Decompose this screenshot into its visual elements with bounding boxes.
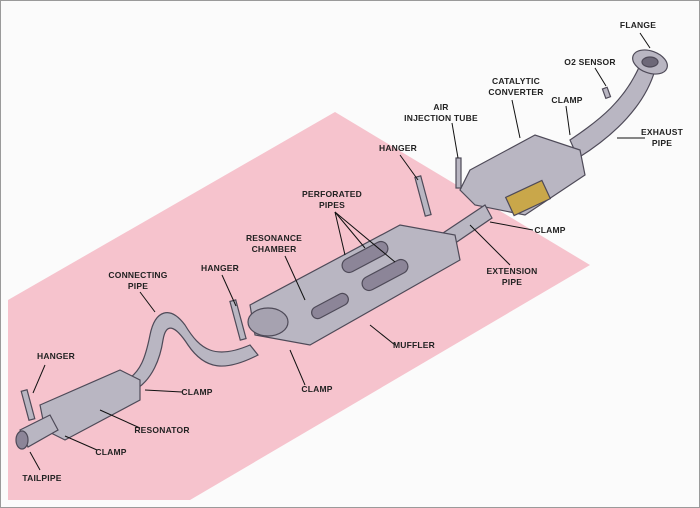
- label-line: PIPE: [501, 277, 523, 287]
- hanger-front: [414, 175, 432, 217]
- label-line: PIPES: [318, 200, 346, 210]
- label-line: INJECTION TUBE: [404, 113, 478, 123]
- hanger-rear: [20, 388, 36, 422]
- label-hanger-rear: HANGER: [36, 351, 76, 361]
- label-line: CONVERTER: [488, 87, 544, 97]
- converter-cutaway: [504, 179, 552, 217]
- air-injection-tube: [455, 157, 462, 189]
- perforated-pipe: [341, 240, 389, 274]
- label-line: PIPE: [651, 138, 673, 148]
- label-tailpipe: TAILPIPE: [22, 473, 62, 483]
- label-muffler: MUFFLER: [392, 340, 436, 350]
- label-line: CHAMBER: [251, 244, 297, 254]
- o2-sensor: [601, 86, 612, 100]
- label-clamp-muffler: CLAMP: [301, 384, 333, 394]
- catalytic-converter: [459, 134, 586, 216]
- flange-opening: [641, 56, 659, 68]
- label-resonator: RESONATOR: [134, 425, 190, 435]
- label-clamp-tailpipe: CLAMP: [95, 447, 127, 457]
- label-line: PERFORATED: [302, 189, 362, 199]
- hanger-middle: [229, 299, 247, 341]
- label-line: RESONANCE: [245, 233, 303, 243]
- label-line: AIR: [433, 102, 449, 112]
- label-o2-sensor: O2 SENSOR: [564, 57, 616, 67]
- perforated-pipe: [311, 292, 349, 320]
- label-line: CATALYTIC: [492, 76, 540, 86]
- label-hanger-front: HANGER: [378, 143, 418, 153]
- label-clamp-converter: CLAMP: [551, 95, 583, 105]
- perforated-pipe: [361, 258, 409, 292]
- label-line: EXTENSION: [486, 266, 538, 276]
- label-clamp-resonator: CLAMP: [181, 387, 213, 397]
- label-flange: FLANGE: [619, 20, 657, 30]
- muffler-end: [247, 307, 289, 337]
- label-line: EXHAUST: [640, 127, 684, 137]
- label-line: CONNECTING: [108, 270, 168, 280]
- leader-lines: [29, 32, 651, 471]
- muffler: [249, 224, 461, 346]
- label-clamp-extension: CLAMP: [534, 225, 566, 235]
- label-line: PIPE: [127, 281, 149, 291]
- label-hanger-middle: HANGER: [200, 263, 240, 273]
- tailpipe-end: [15, 430, 29, 450]
